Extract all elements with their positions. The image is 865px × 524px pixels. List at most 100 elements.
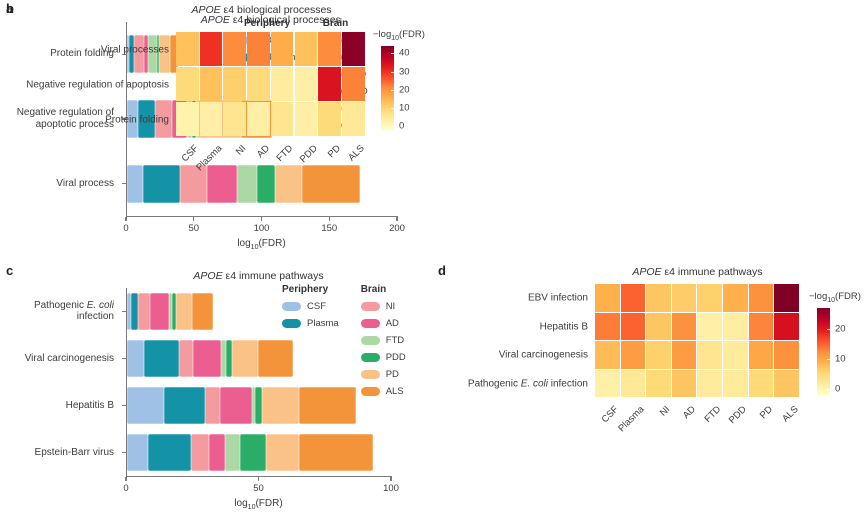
colorbar-tick [391, 71, 394, 73]
chart-title: APOE ε4 immune pathways [193, 270, 324, 282]
colorbar-tick [391, 126, 394, 128]
bar-segment-ni [155, 100, 172, 138]
bar-segment-csf [127, 387, 165, 424]
heatmap-cell [748, 369, 774, 397]
heatmap-cell [723, 312, 748, 340]
heatmap-cell [176, 102, 199, 136]
bar-segment-pd [159, 35, 171, 74]
bar-segment-pd [266, 434, 300, 471]
bar-segment-plasma [144, 340, 179, 377]
bar-segment-ftd [236, 164, 258, 203]
legend-item-pd: PD [360, 366, 406, 383]
legend-swatch-pd [360, 370, 380, 379]
bar-segment-ni [179, 164, 207, 203]
heatmap-cell [223, 67, 247, 101]
colorbar-tick-label: 10 [399, 102, 410, 114]
heatmap-cell [247, 67, 270, 101]
heatmap-row-label: EBV infection [527, 292, 588, 304]
heatmap-col-label: AD [680, 404, 699, 422]
panel-d-letter: d [438, 263, 446, 278]
bar-segment-pdd [257, 164, 275, 203]
heatmap-cell [199, 32, 223, 66]
bar-segment-ni [133, 35, 144, 74]
colorbar-tick [827, 389, 830, 390]
heatmap-cell [671, 284, 697, 312]
heatmap-col-label: NI [657, 404, 673, 419]
legend-item-plasma: Plasma [282, 315, 339, 332]
x-tick-label: 150 [321, 223, 338, 234]
bar-segment-ftd [225, 434, 240, 471]
heatmap-cell [341, 32, 365, 66]
heatmap-cell [620, 284, 646, 312]
colorbar-tick-label: 20 [399, 84, 410, 96]
chart-title: APOE ε4 biological processes [200, 14, 341, 26]
x-tick [396, 217, 398, 222]
legend-swatch-plasma [282, 319, 301, 328]
x-tick-label: 100 [383, 483, 399, 494]
legend-swatch-csf [282, 302, 301, 311]
colorbar-tick-label: 40 [399, 47, 410, 59]
heatmap-cell [318, 67, 341, 101]
heatmap-cell [294, 67, 318, 101]
bar-segment-ni [137, 293, 150, 330]
x-tick-label: 100 [253, 223, 270, 234]
heatmap-cell [697, 284, 722, 312]
heatmap-cell [774, 284, 799, 312]
bar-segment-als [301, 164, 360, 203]
category-label: Viral process [56, 177, 114, 189]
bar-segment-plasma [129, 35, 134, 74]
bar-segment-pdd [226, 340, 232, 377]
stacked-bar [127, 293, 214, 330]
heatmap-cell [595, 312, 620, 340]
panel-a-letter: a [6, 1, 14, 16]
bar-segment-ad [209, 434, 226, 471]
bar-segment-ftd [169, 293, 173, 330]
heatmap-cell [595, 369, 620, 397]
bar-segment-csf [127, 35, 130, 74]
bar-segment-ftd [251, 387, 256, 424]
legend-label: NI [385, 301, 396, 312]
heatmap-cell [270, 32, 294, 66]
heatmap-cell [671, 369, 697, 397]
heatmap-cell [620, 341, 646, 369]
y-tick [122, 404, 126, 407]
bar-segment-csf [127, 340, 145, 377]
legend-item-ad: AD [360, 315, 406, 332]
bar-segment-als [170, 35, 179, 74]
heatmap-cell [199, 67, 223, 101]
colorbar-tick-label: 20 [835, 323, 846, 335]
legend-swatch-ftd [360, 336, 380, 345]
legend-swatch-ni [360, 302, 380, 311]
heatmap-cell [646, 369, 671, 397]
x-tick-label: 0 [123, 483, 129, 494]
x-tick-label: 0 [123, 223, 129, 234]
panel-c-letter: c [6, 263, 14, 278]
category-label: Negative regulation of apoptotic process [16, 107, 114, 130]
y-tick [122, 310, 126, 313]
colorbar-tick [827, 359, 830, 360]
legend-item-csf: CSF [282, 298, 339, 315]
y-tick [122, 118, 126, 120]
bar-segment-ftd [221, 340, 227, 377]
colorbar-tick [827, 329, 830, 330]
bar-segment-pd [231, 340, 259, 377]
legend-item-ni: NI [360, 298, 406, 315]
x-tick [125, 477, 127, 482]
legend-label: ALS [385, 386, 404, 397]
category-label: Hepatitis B [65, 399, 114, 411]
x-tick [260, 217, 263, 222]
heatmap-col-label: PD [325, 143, 344, 161]
bar-segment-ad [219, 387, 252, 424]
colorbar-tick-label: 10 [835, 353, 846, 365]
heatmap-cell [723, 341, 748, 369]
colorbar [381, 46, 394, 130]
bar-segment-pd [262, 387, 300, 424]
heatmap-cell [247, 102, 270, 136]
y-tick [122, 183, 126, 185]
bar-segment-pd [176, 293, 192, 330]
